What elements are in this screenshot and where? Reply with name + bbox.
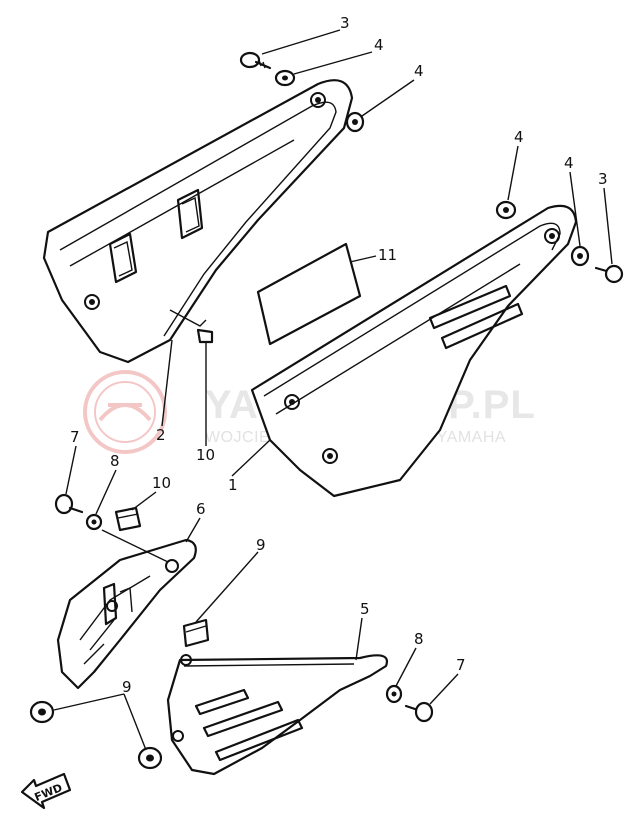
left-bracket-part-6: [56, 538, 197, 690]
callout-10-lower: 10: [152, 474, 171, 492]
label-emblem-part: [256, 242, 362, 346]
collar-part-8-right: [385, 684, 403, 704]
callout-7-right: 7: [456, 656, 466, 674]
callout-labels: 3 4 4 4 4 3 11 2 10 1 7 8 10 6 9 5 8 7 9: [70, 14, 608, 696]
callout-9-mid: 9: [256, 536, 266, 554]
left-side-cover-part: [42, 79, 354, 364]
callout-4-top2: 4: [414, 62, 424, 80]
callout-4-top: 4: [374, 36, 384, 54]
callout-11: 11: [378, 246, 397, 264]
callout-8-left: 8: [110, 452, 120, 470]
collar-part-8-left: [85, 513, 103, 531]
bolt-part-7-right: [404, 701, 434, 723]
yamaha-tuning-fork-logo-icon: [83, 370, 167, 454]
bolt-part-7-left: [54, 493, 84, 515]
grommet-part-9-mid: [182, 618, 210, 648]
washer-part-4-top2: [345, 111, 365, 133]
callout-7-left: 7: [70, 428, 80, 446]
washer-part-4-top: [274, 69, 296, 87]
forward-direction-arrow-icon: FWD: [20, 772, 72, 810]
grommet-part-9-left: [29, 700, 55, 724]
screw-part-3-top: [239, 51, 272, 70]
grommet-part-9-bottom: [137, 746, 163, 770]
washer-part-4-right2: [570, 245, 590, 267]
right-side-cover-part: [250, 204, 578, 498]
callout-3-top: 3: [340, 14, 350, 32]
callout-3-right: 3: [598, 170, 608, 188]
grommet-part-10-upper: [196, 328, 214, 344]
callout-5: 5: [360, 600, 370, 618]
callout-4-right1: 4: [514, 128, 524, 146]
callout-10-upper: 10: [196, 446, 215, 464]
grommet-part-10-lower: [114, 506, 142, 532]
callout-4-right2: 4: [564, 154, 574, 172]
screw-part-3-right: [594, 264, 624, 284]
washer-part-4-right1: [495, 200, 517, 220]
callout-2: 2: [156, 426, 166, 444]
leader-lines: [53, 29, 613, 751]
callout-6: 6: [196, 500, 206, 518]
callout-1: 1: [228, 476, 238, 494]
right-bracket-part-5: [166, 654, 389, 776]
callout-8-right: 8: [414, 630, 424, 648]
callout-9-bottom: 9: [122, 678, 132, 696]
